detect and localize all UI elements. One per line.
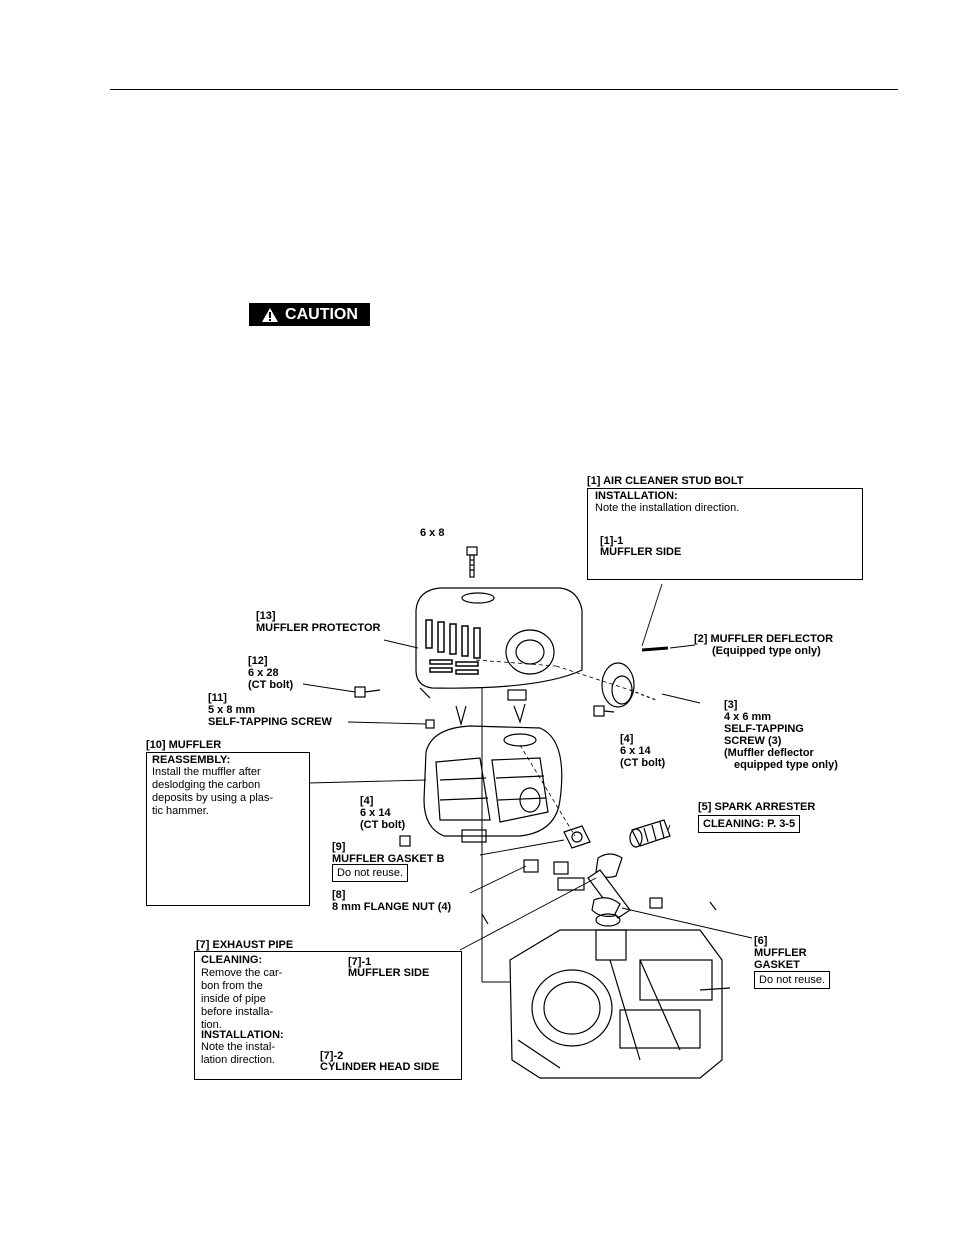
spark-arrester-drawing bbox=[629, 819, 671, 848]
muffler-body-drawing bbox=[423, 725, 563, 843]
header-rule bbox=[110, 89, 898, 90]
muffler-protector-drawing bbox=[415, 587, 583, 701]
installation-text: Note the installation direction. bbox=[595, 502, 740, 514]
muffler-gasket-b-label: MUFFLER GASKET B bbox=[332, 853, 445, 865]
engine-drawing bbox=[509, 929, 731, 1079]
reassembly-line-2: deslodging the carbon bbox=[152, 779, 261, 791]
ct-bolt-28-size: 6 x 28 bbox=[248, 667, 279, 679]
ct-bolt-14-right-number: [4] bbox=[620, 733, 634, 745]
stud-bolt-sub-label: MUFFLER SIDE bbox=[600, 546, 682, 558]
air-cleaner-stud-bolt-title: [1] AIR CLEANER STUD BOLT bbox=[587, 475, 744, 487]
self-tapping-screw-5x8-number: [11] bbox=[208, 692, 227, 704]
exhaust-cleaning-line-1: Remove the car- bbox=[201, 967, 283, 979]
exhaust-cleaning-line-2: bon from the bbox=[201, 980, 263, 992]
muffler-deflector-drawing bbox=[601, 662, 657, 708]
exhaust-installation-line-1: Note the instal- bbox=[201, 1041, 275, 1053]
exhaust-installation-heading: INSTALLATION: bbox=[201, 1029, 284, 1041]
self-tapping-screw-4x6-size: 4 x 6 mm bbox=[724, 711, 772, 723]
spark-arrester-title: [5] SPARK ARRESTER bbox=[698, 801, 816, 813]
exhaust-cleaning-line-3: inside of pipe bbox=[201, 993, 266, 1005]
warning-triangle-icon bbox=[262, 307, 279, 322]
self-tapping-screw-4x6-number: [3] bbox=[724, 699, 738, 711]
exhaust-cleaning-line-4: before installa- bbox=[201, 1006, 274, 1018]
muffler-gasket-b-note: Do not reuse. bbox=[332, 864, 409, 882]
exhaust-pipe-box bbox=[194, 951, 462, 1080]
muffler-reassembly-box bbox=[146, 752, 310, 906]
ct-bolt-14-right-type: (CT bolt) bbox=[620, 757, 666, 769]
caution-label: CAUTION bbox=[285, 305, 358, 323]
exhaust-cleaning-heading: CLEANING: bbox=[201, 954, 263, 966]
exhaust-installation-line-2: lation direction. bbox=[201, 1054, 275, 1066]
ct-bolt-28-type: (CT bolt) bbox=[248, 679, 294, 691]
reassembly-line-3: deposits by using a plas- bbox=[152, 792, 274, 804]
self-tapping-screw-4x6-note1: (Muffler deflector bbox=[724, 747, 814, 759]
muffler-gasket-label-1: MUFFLER bbox=[754, 947, 807, 959]
exhaust-pipe-drawing bbox=[563, 825, 631, 927]
self-tapping-screw-4x6-label: SELF-TAPPING bbox=[724, 723, 804, 735]
muffler-protector-number: [13] bbox=[256, 610, 276, 622]
muffler-title: [10] MUFFLER bbox=[146, 739, 222, 751]
self-tapping-screw-4x6-note2: equipped type only) bbox=[734, 759, 838, 771]
exhaust-pipe-title: [7] EXHAUST PIPE bbox=[196, 939, 294, 951]
exhaust-sub1-number: [7]-1 bbox=[348, 956, 372, 968]
reassembly-line-1: Install the muffler after bbox=[152, 766, 261, 778]
top-bolt-icon bbox=[466, 546, 478, 578]
muffler-deflector-note: (Equipped type only) bbox=[712, 645, 821, 657]
exhaust-sub2-number: [7]-2 bbox=[320, 1050, 344, 1062]
flange-nut-label: 8 mm FLANGE NUT (4) bbox=[332, 901, 452, 913]
muffler-gasket-note: Do not reuse. bbox=[754, 971, 831, 989]
muffler-gasket-b-number: [9] bbox=[332, 841, 346, 853]
reassembly-heading: REASSEMBLY: bbox=[152, 754, 231, 766]
self-tapping-screw-4x6-qty: SCREW (3) bbox=[724, 735, 782, 747]
muffler-gasket-label-2: GASKET bbox=[754, 959, 800, 971]
self-tapping-screw-5x8-label: SELF-TAPPING SCREW bbox=[208, 716, 332, 728]
muffler-gasket-number: [6] bbox=[754, 935, 768, 947]
installation-heading: INSTALLATION: bbox=[595, 490, 678, 502]
exhaust-sub1-label: MUFFLER SIDE bbox=[348, 967, 430, 979]
ct-bolt-28-number: [12] bbox=[248, 655, 268, 667]
self-tapping-screw-5x8-size: 5 x 8 mm bbox=[208, 704, 256, 716]
air-cleaner-stud-bolt-box bbox=[587, 488, 863, 580]
ct-bolt-14-left-type: (CT bolt) bbox=[360, 819, 406, 831]
ct-bolt-14-left-number: [4] bbox=[360, 795, 374, 807]
stud-bolt-sub-number: [1]-1 bbox=[600, 535, 624, 547]
spark-arrester-cleaning: CLEANING: P. 3-5 bbox=[698, 815, 801, 833]
reassembly-line-4: tic hammer. bbox=[152, 805, 209, 817]
caution-badge: CAUTION bbox=[249, 303, 370, 326]
muffler-protector-label: MUFFLER PROTECTOR bbox=[256, 622, 381, 634]
top-bolt-label: 6 x 8 bbox=[420, 527, 445, 539]
ct-bolt-14-left-size: 6 x 14 bbox=[360, 807, 391, 819]
ct-bolt-14-right-size: 6 x 14 bbox=[620, 745, 651, 757]
exhaust-sub2-label: CYLINDER HEAD SIDE bbox=[320, 1061, 440, 1073]
flange-nut-number: [8] bbox=[332, 889, 346, 901]
exhaust-cleaning-line-5: tion. bbox=[201, 1019, 222, 1031]
muffler-deflector-label: [2] MUFFLER DEFLECTOR bbox=[694, 633, 834, 645]
